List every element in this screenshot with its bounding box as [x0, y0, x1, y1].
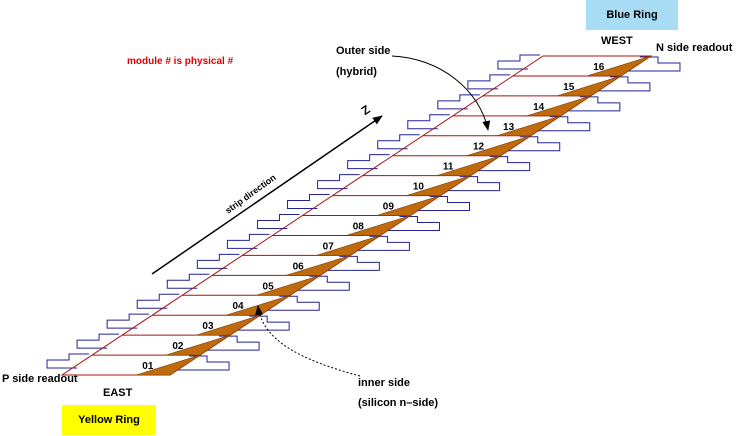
p-side-readout-tab [377, 134, 420, 150]
p-side-readout-tab [106, 313, 150, 329]
n-side-readout-tab [417, 196, 471, 212]
module-label: 15 [563, 82, 575, 93]
n-side-readout-tab [507, 136, 561, 152]
n-side-readout-tab [567, 96, 621, 112]
n-side-readout-tab [447, 176, 501, 192]
p-side-readout-tab [196, 253, 240, 269]
module-label: 03 [202, 321, 214, 332]
hybrid-triangle [346, 215, 411, 236]
hybrid-triangle [286, 255, 351, 276]
z-axis-arrow [151, 115, 383, 275]
ladder-outline [60, 55, 653, 376]
yellow-ring-text: Yellow Ring [78, 414, 140, 426]
outer-side-label: Outer side [336, 45, 391, 57]
p-side-readout-tabs [46, 54, 540, 369]
hybrid-triangle [466, 135, 531, 156]
n-side-readout-label: N side readout [656, 42, 733, 54]
n-side-readout-tab [237, 315, 290, 331]
outer-side-arrow [391, 55, 491, 131]
n-side-readout-tab [627, 56, 681, 72]
module-label: 10 [413, 182, 425, 193]
module-label: 02 [172, 341, 184, 352]
hybrid-triangle [556, 75, 622, 97]
module-label: 05 [263, 281, 275, 292]
hybrid-triangle [316, 235, 381, 256]
n-side-readout-tab [357, 235, 410, 251]
hybrid-triangles [135, 55, 652, 376]
p-side-readout-tab [347, 154, 390, 170]
west-label: WEST [601, 35, 633, 47]
hybrid-triangle [526, 95, 592, 117]
p-side-readout-tab [437, 94, 480, 110]
n-side-readout-tabs [177, 56, 681, 371]
module-label: 01 [142, 361, 154, 372]
p-side-readout-tab [136, 293, 180, 309]
inner-side-arrow [255, 305, 361, 377]
module-label: 09 [383, 202, 395, 213]
inner-side-sublabel: (silicon n–side) [358, 397, 439, 409]
p-side-readout-tab [317, 174, 360, 190]
n-side-readout-tab [537, 116, 591, 132]
east-label: EAST [103, 387, 133, 399]
n-side-readout-tab [597, 76, 651, 92]
z-axis-label: Z [359, 102, 373, 118]
hybrid-triangle [586, 55, 652, 77]
n-side-readout-tab [297, 275, 350, 291]
p-side-readout-tab [287, 194, 330, 210]
outer-side-sublabel: (hybrid) [336, 66, 377, 78]
hybrid-triangle [406, 175, 471, 196]
yellow-ring-label: Yellow Ring [62, 405, 156, 435]
p-side-readout-tab [407, 114, 450, 130]
p-side-readout-tab [497, 54, 540, 70]
hybrid-triangle [135, 354, 201, 376]
hybrid-triangle [436, 155, 501, 176]
p-side-readout-tab [166, 273, 210, 289]
hybrid-triangle [256, 275, 321, 296]
inner-side-label: inner side [358, 377, 410, 389]
n-side-readout-tab [267, 295, 320, 311]
p-side-readout-tab [256, 213, 300, 229]
module-label: 11 [443, 162, 454, 173]
hybrid-triangle [165, 334, 231, 356]
p-side-readout-label: P side readout [2, 373, 78, 385]
module-label: 14 [533, 102, 545, 113]
module-label: 07 [323, 241, 335, 252]
hybrid-triangle [496, 115, 561, 137]
p-side-readout-tab [46, 353, 90, 369]
module-label: 16 [593, 62, 605, 73]
blue-ring-label: Blue Ring [586, 0, 678, 30]
hybrid-triangle [196, 314, 261, 336]
module-label: 08 [353, 221, 365, 232]
module-number-note: module # is physical # [127, 56, 234, 67]
n-side-readout-tab [327, 255, 380, 271]
hybrid-triangle [376, 195, 441, 216]
p-side-readout-tab [76, 333, 120, 349]
module-number-labels: 01 02 03 04 05 06 07 08 09 10 11 12 13 14 15 16 [142, 62, 604, 372]
n-side-readout-tab [177, 355, 230, 371]
module-label: 06 [293, 261, 305, 272]
n-side-readout-tab [477, 156, 531, 172]
n-side-readout-tab [207, 335, 260, 351]
n-side-readout-tab [387, 215, 440, 231]
p-side-readout-tab [226, 233, 270, 249]
p-side-readout-tab [467, 74, 510, 90]
module-label: 04 [232, 301, 244, 312]
blue-ring-text: Blue Ring [606, 9, 658, 21]
module-label: 13 [503, 122, 515, 133]
module-label: 12 [473, 142, 485, 153]
